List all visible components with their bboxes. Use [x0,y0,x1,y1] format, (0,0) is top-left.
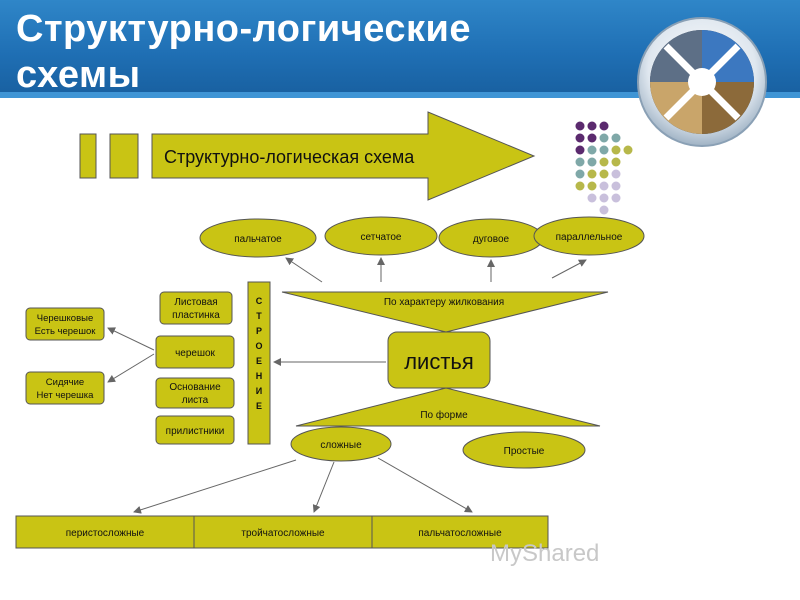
venation-ellipse-parallel [533,216,645,256]
compound-label-palmately: пальчатосложные [418,528,502,539]
watermark-text: MyShared [490,540,600,567]
structure-letter-3: Р [256,326,262,336]
banner-bar-1 [79,133,97,179]
form-label-compound: сложные [320,440,362,451]
page-title: Структурно-логические схемы [16,6,471,98]
header-strip [0,92,800,98]
structure-letter-2: Т [256,311,262,321]
form-ellipse-simple [462,431,586,469]
structure-letter-4: О [255,341,262,351]
part-label-blade-1: Листовая [174,297,217,308]
venation-ellipse-palmate [199,218,317,258]
venation-label-arcuate: дуговое [473,234,510,245]
venation-label-parallel: параллельное [556,232,623,243]
structure-letter-8: Е [256,401,262,411]
arrow-to-palmate [285,257,323,283]
petiole-type-sessile-2: Нет черешка [37,390,95,401]
part-box-petiole [155,335,235,369]
arrow-to-palmately-compound [377,457,473,513]
form-triangle [295,387,601,427]
title-line-1: Структурно-логические [16,8,472,50]
structure-bar [247,281,271,445]
part-label-base-2: листа [182,395,209,406]
petiole-type-box-stalked [25,307,105,341]
venation-label: По характеру жилкования [384,297,504,308]
petiole-type-stalked-1: Черешковые [37,313,94,324]
compound-box-pinnate [15,515,195,549]
form-label: По форме [420,409,468,421]
part-label-petiole: черешок [175,348,215,359]
petiole-type-sessile-1: Сидячие [46,377,84,388]
part-box-base [155,377,235,409]
part-box-stipules [155,415,235,445]
compound-label-pinnate: перистосложные [66,528,145,539]
venation-triangle [281,291,609,333]
petiole-type-box-sessile [25,371,105,405]
arrow-to-sessile [107,353,155,383]
structure-letter-1: С [256,296,263,306]
petiole-type-stalked-2: Есть черешок [35,326,97,337]
part-label-blade-2: пластинка [172,310,220,321]
structure-letter-5: Е [256,356,262,366]
center-box-leaves [387,331,491,389]
banner-label: Структурно-логическая схема [164,147,415,167]
form-label-simple: Простые [504,446,545,457]
arrow-to-stalked [107,327,155,351]
arrow-to-ternate [312,461,335,513]
venation-label-palmate: пальчатое [234,234,282,245]
logo-icon [636,10,786,160]
center-label: листья [404,349,474,374]
part-label-base-1: Основание [169,382,221,393]
arrow-to-parallel [551,259,587,279]
banner-bar-2 [109,133,139,179]
banner-arrow [151,111,536,201]
title-line-2: схемы [16,54,141,96]
arrow-to-pinnate [133,459,297,514]
structure-letter-6: Н [256,371,263,381]
structure-letter-7: И [256,386,262,396]
venation-ellipse-reticulate [324,216,438,256]
part-box-blade [159,291,233,325]
compound-label-ternate: тройчатосложные [241,528,325,539]
compound-box-ternate [193,515,373,549]
venation-label-reticulate: сетчатое [361,232,402,243]
dot-grid-decoration [575,121,633,215]
part-label-stipules: прилистники [166,426,225,437]
form-ellipse-compound [290,426,392,462]
compound-box-palmately [371,515,549,549]
